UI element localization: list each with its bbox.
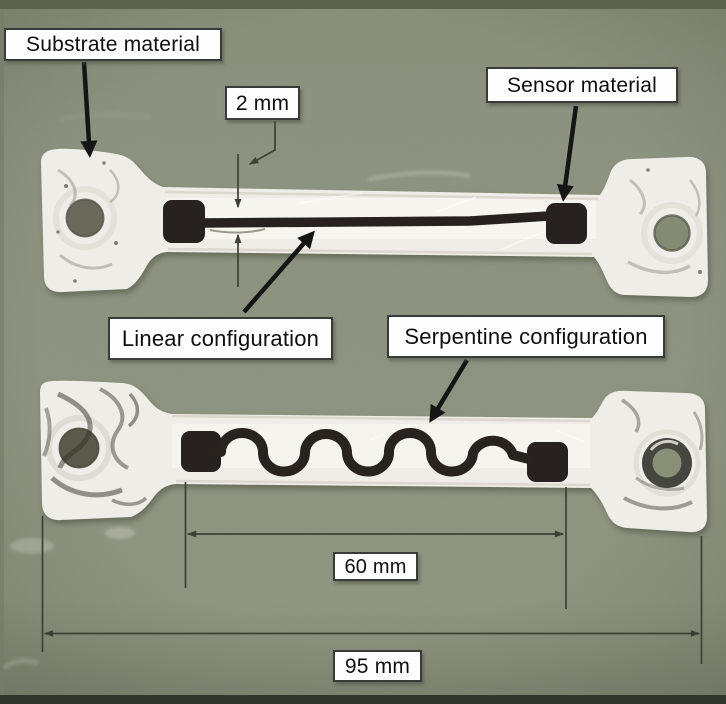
- hole-rim: [65, 198, 105, 238]
- hole-emboss-ring: [633, 429, 701, 497]
- strip-edge-line: [171, 414, 591, 423]
- dimension-60mm: [184, 482, 567, 609]
- trace-sheen: [209, 228, 266, 234]
- serpentine-specimen: [40, 380, 707, 533]
- serpentine-sensor-trace: [207, 428, 534, 477]
- serpentine-configuration-arrow: [429, 358, 469, 423]
- photo-top-edge: [0, 0, 726, 9]
- hole-emboss-ring: [46, 415, 112, 481]
- photo-bottom-edge: [0, 695, 726, 704]
- sensor-material-arrow: [556, 105, 579, 202]
- photo-left-edge: [0, 9, 4, 695]
- hole-rim: [653, 214, 691, 252]
- linear-configuration-label: Linear configuration: [108, 317, 333, 360]
- mounting-hole: [652, 448, 682, 478]
- tab-specks: [56, 161, 702, 283]
- substrate-material-label: Substrate material: [4, 28, 222, 61]
- strip-scratches: [299, 192, 546, 251]
- linear-sensor-trace: [196, 211, 554, 228]
- specimen-length-label: 95 mm: [333, 650, 422, 682]
- dimension-95mm: [41, 516, 703, 664]
- sensor-length-label: 60 mm: [333, 552, 418, 581]
- strip-scratches: [369, 424, 586, 443]
- linear-configuration-arrow: [242, 230, 315, 314]
- hole-emboss-ring: [641, 202, 703, 264]
- tab-smudges: [57, 168, 701, 275]
- strip-edge-line: [175, 479, 591, 487]
- serpentine-configuration-label: Serpentine configuration: [387, 315, 665, 358]
- serpentine-right-electrode-pad: [527, 442, 568, 482]
- callout-arrows: [80, 61, 579, 423]
- mounting-hole: [66, 199, 104, 237]
- dimension-lines: [41, 121, 703, 664]
- sensor-material-label: Sensor material: [486, 67, 678, 103]
- hole-rim: [58, 427, 100, 469]
- linear-right-electrode-pad: [546, 203, 587, 244]
- tab-marbling-dark: [621, 398, 704, 511]
- substrate-material-arrow: [80, 61, 98, 159]
- mounting-hole: [654, 215, 690, 251]
- serpentine-left-electrode-pad: [181, 431, 221, 472]
- leader-2mm: [248, 121, 276, 165]
- linear-left-electrode-pad: [163, 200, 205, 243]
- eyelet-highlight: [649, 439, 679, 451]
- dimension-2mm: [234, 121, 276, 287]
- hole-emboss-ring: [53, 186, 117, 250]
- tab-marbling-dark: [42, 387, 148, 506]
- trace-width-label: 2 mm: [225, 86, 300, 120]
